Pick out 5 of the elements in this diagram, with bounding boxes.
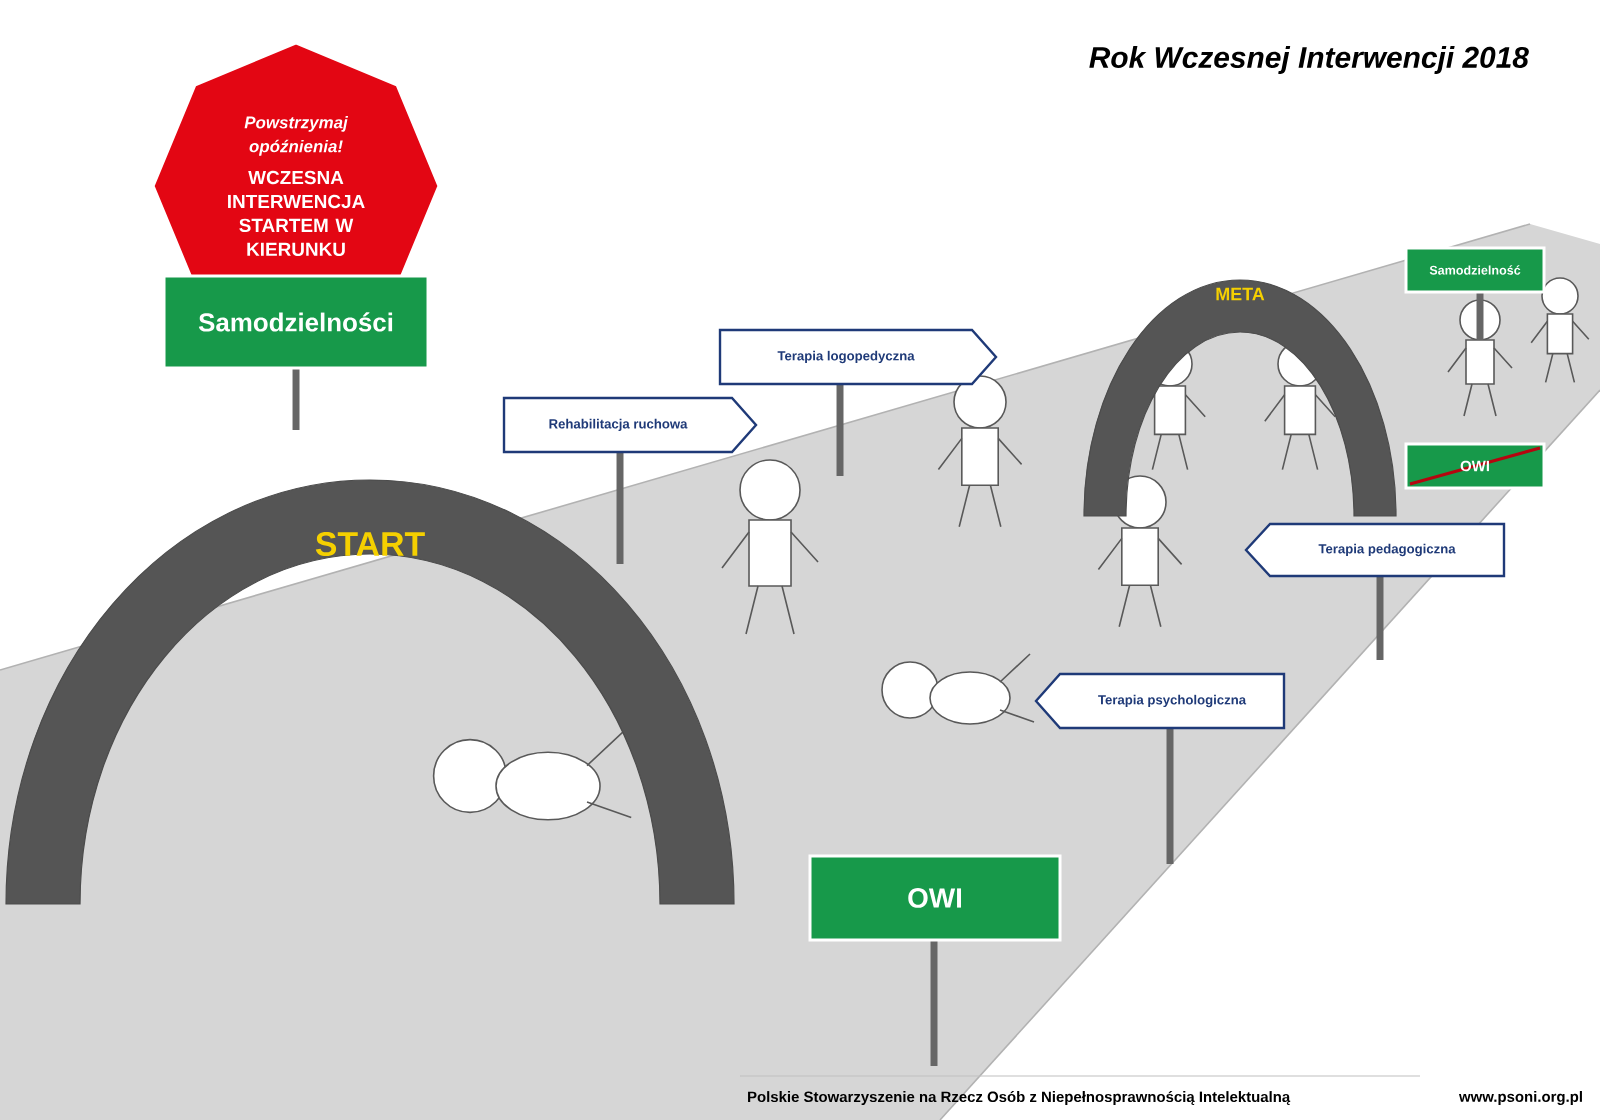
arch: META xyxy=(1083,279,1397,517)
title: Rok Wczesnej Interwencji 2018 xyxy=(1089,46,1529,74)
road-sign: OWI xyxy=(808,854,1062,942)
road-sign: Samodzielności xyxy=(162,274,430,370)
arch: START xyxy=(5,479,735,905)
